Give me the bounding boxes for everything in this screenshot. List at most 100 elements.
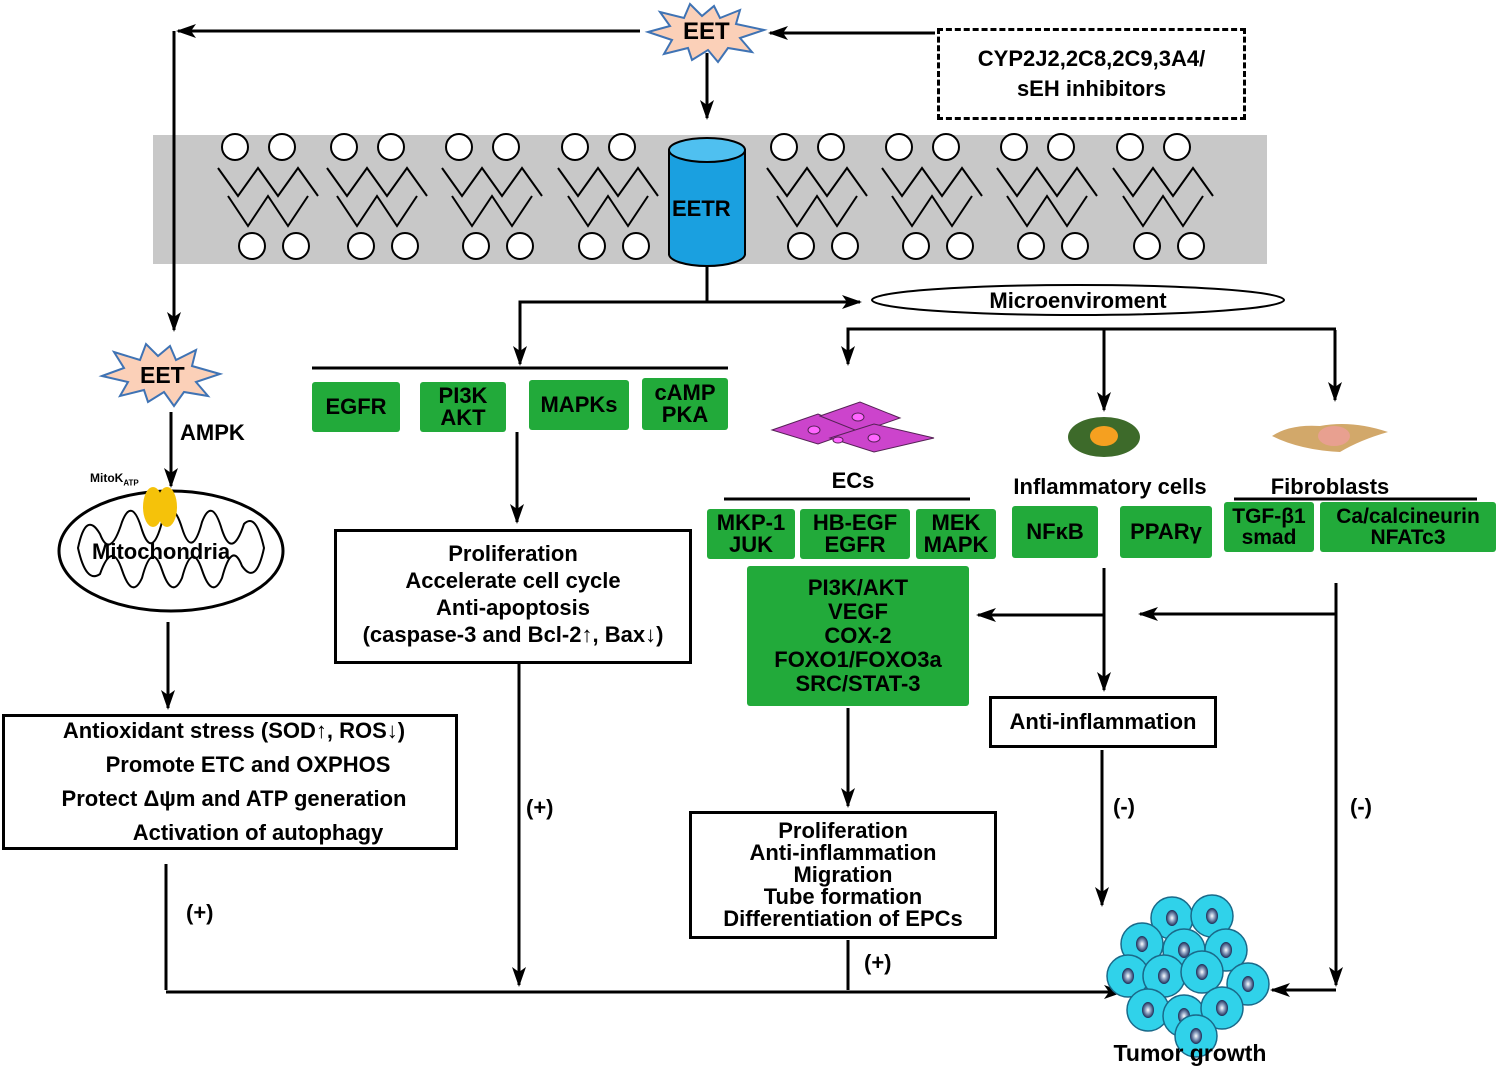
- lipid-tail-bottom: [451, 194, 533, 228]
- lipid-tail-top: [441, 166, 543, 198]
- endothelial-cells-image: [770, 401, 935, 453]
- eet-label-top: EET: [683, 18, 730, 45]
- mitochondria-label: Mitochondria: [92, 539, 231, 564]
- nfkb-box-line: NFκB: [1026, 519, 1084, 544]
- lipid-tail-bottom: [1122, 194, 1204, 228]
- ec-effect-item: Migration: [793, 862, 893, 887]
- lipid-tail-bottom: [891, 194, 973, 228]
- eetr-label: EETR: [672, 196, 731, 221]
- mek-mapk-box-line: MEK: [931, 510, 981, 535]
- ppar-gamma-box: PPARγ: [1120, 506, 1212, 558]
- lipid-head-top: [817, 133, 845, 161]
- lipid-tail-bottom: [336, 194, 418, 228]
- lipid-head-top: [445, 133, 473, 161]
- calcineurin-nfatc3-box-line: Ca/calcineurin: [1336, 505, 1480, 528]
- tumor-cell-cluster: [1106, 894, 1270, 1058]
- lipid-tail-top: [557, 166, 659, 198]
- lipid-head-top: [885, 133, 913, 161]
- tumor-cell-nucleus: [1178, 942, 1190, 958]
- lipid-head-bottom: [1177, 232, 1205, 260]
- fibroblast-image: [1272, 424, 1388, 452]
- lipid-head-bottom: [347, 232, 375, 260]
- lipid-head-bottom: [506, 232, 534, 260]
- tumor-cell-nucleus: [1190, 1028, 1202, 1044]
- lipid-tail-top: [881, 166, 983, 198]
- anti-inflammation-box: Anti-inflammation: [989, 696, 1217, 748]
- lipid-head-bottom: [238, 232, 266, 260]
- cyp-sources-box: CYP2J2,2C8,2C9,3A4/ sEH inhibitors: [937, 28, 1246, 120]
- calcineurin-nfatc3-box-line: NFATc3: [1370, 526, 1446, 549]
- lipid-head-top: [330, 133, 358, 161]
- pi3k-akt-box-line: AKT: [440, 405, 486, 430]
- egfr-box: EGFR: [312, 382, 400, 432]
- mitochondria-effect-item: Activation of autophagy: [132, 820, 384, 845]
- sign-fibro-minus: (-): [1350, 794, 1372, 819]
- hb-egf-egfr-box-line: HB-EGF: [812, 510, 898, 535]
- eet-star-top: [644, 2, 768, 64]
- sign-inflam-minus: (-): [1113, 794, 1135, 819]
- lipid-tail-top: [326, 166, 428, 198]
- lipid-head-top: [1000, 133, 1028, 161]
- tumor-proliferation-title: Proliferation: [448, 541, 578, 566]
- ec-effect-item: Differentiation of EPCs: [723, 906, 963, 931]
- lipid-head-bottom: [787, 232, 815, 260]
- central-signaling-item: FOXO1/FOXO3a: [774, 647, 942, 672]
- tumor-cell-nucleus: [1196, 964, 1208, 980]
- tumor-effect-item: (caspase-3 and Bcl-2↑, Bax↓): [362, 622, 664, 647]
- ec-effect-item: Tube formation: [763, 884, 923, 909]
- mitochondria-effects-box: Antioxidant stress (SOD↑, ROS↓)Promote E…: [2, 714, 458, 850]
- mitok-atp-label: MitoKATP: [90, 471, 139, 487]
- lipid-bilayer: [217, 133, 1214, 260]
- lipid-head-top: [932, 133, 960, 161]
- camp-pka-box-line: PKA: [661, 402, 709, 427]
- lipid-tail-bottom: [776, 194, 858, 228]
- lipid-head-bottom: [578, 232, 606, 260]
- tumor-cell-nucleus: [1216, 1000, 1228, 1016]
- microenvironment-ellipse: [871, 284, 1285, 316]
- lipid-head-top: [492, 133, 520, 161]
- hb-egf-egfr-box-line: EGFR: [824, 532, 886, 557]
- microenvironment-label: Microenviroment: [989, 288, 1167, 313]
- lipid-tail-bottom: [227, 194, 309, 228]
- tumor-effect-item: Anti-apoptosis: [436, 595, 590, 620]
- lipid-head-top: [770, 133, 798, 161]
- tumor-cell-nucleus: [1220, 942, 1232, 958]
- anti-inflammation-label: Anti-inflammation: [1009, 709, 1197, 734]
- lipid-head-top: [608, 133, 636, 161]
- lipid-head-bottom: [622, 232, 650, 260]
- lipid-head-top: [1047, 133, 1075, 161]
- tumor-cell-nucleus: [1242, 976, 1254, 992]
- sign-ec-plus: (+): [864, 950, 892, 975]
- lipid-head-bottom: [946, 232, 974, 260]
- lipid-tail-bottom: [1006, 194, 1088, 228]
- lipid-head-bottom: [391, 232, 419, 260]
- tgf-smad-box-line: TGF-β1: [1232, 505, 1306, 528]
- mkp1-juk-box-line: MKP-1: [716, 510, 786, 535]
- lipid-head-top: [377, 133, 405, 161]
- egfr-box-line: EGFR: [325, 394, 387, 419]
- lipid-head-bottom: [831, 232, 859, 260]
- lipid-tail-top: [1112, 166, 1214, 198]
- lipid-head-bottom: [1061, 232, 1089, 260]
- tumor-cell-nucleus: [1142, 1002, 1154, 1018]
- eet-label-left: EET: [140, 362, 185, 388]
- mkp1-juk-box-line: JUK: [728, 532, 773, 557]
- central-signaling-item: SRC/STAT-3: [795, 671, 921, 696]
- lipid-tail-top: [996, 166, 1098, 198]
- tumor-cell-nucleus: [1136, 936, 1148, 952]
- mitok-sub: ATP: [123, 478, 139, 488]
- sign-tumor-plus: (+): [526, 795, 554, 820]
- tumor-effect-item: Accelerate cell cycle: [405, 568, 621, 593]
- eet-star-left: [98, 342, 224, 408]
- tumor-cell-nucleus: [1206, 908, 1218, 924]
